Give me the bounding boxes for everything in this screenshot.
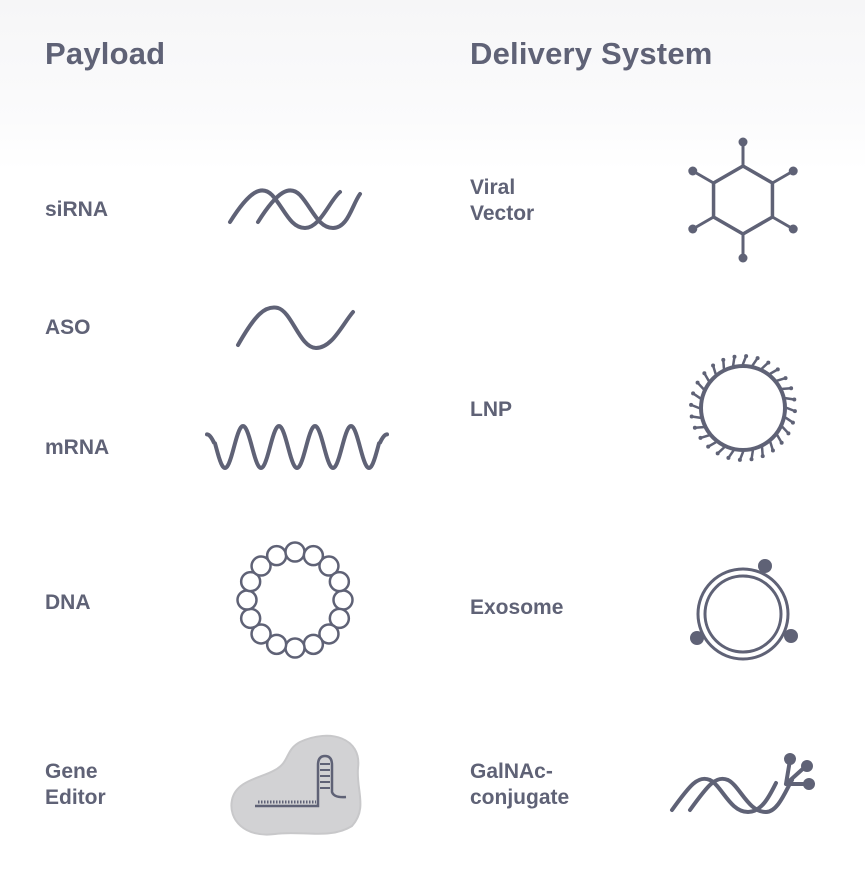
label-line: Viral xyxy=(470,176,516,199)
hexagon-capsid-icon xyxy=(688,137,798,263)
double-strand-wave-icon xyxy=(228,188,362,230)
label-line: GalNAc- xyxy=(470,760,553,783)
single-wave-icon xyxy=(236,305,355,350)
label-dna: DNA xyxy=(45,591,91,614)
lipid-nanoparticle-icon xyxy=(689,354,797,462)
label-aso: ASO xyxy=(45,316,91,339)
label-galnac-conjugate: GalNAc-conjugate xyxy=(470,759,569,811)
galnac-conjugate-icon xyxy=(670,753,815,814)
label-line: conjugate xyxy=(470,786,570,809)
exosome-icon xyxy=(690,559,798,661)
label-exosome: Exosome xyxy=(470,596,564,619)
crispr-complex-icon xyxy=(230,734,362,836)
long-wave-icon xyxy=(205,424,389,470)
label-line: Vector xyxy=(470,202,535,225)
label-line: Gene xyxy=(45,760,98,783)
label-line: Editor xyxy=(45,786,106,809)
delivery-system-heading: Delivery System xyxy=(470,36,713,71)
label-sirna: siRNA xyxy=(45,198,109,221)
label-lnp: LNP xyxy=(470,398,512,421)
circular-plasmid-icon xyxy=(236,541,354,659)
payload-heading: Payload xyxy=(45,36,166,71)
label-mrna: mRNA xyxy=(45,436,110,459)
